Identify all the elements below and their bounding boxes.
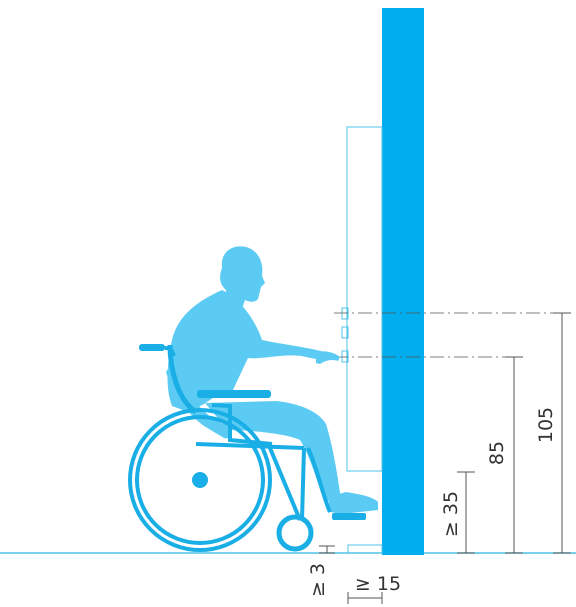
wheelchair [128,344,366,552]
control-buttons [341,307,349,363]
caster-wheel [276,514,314,552]
dim-label-35: ≥ 35 [440,491,462,537]
armrest [197,390,271,398]
push-handle [139,344,165,351]
dim-label-85: 85 [486,441,508,465]
middle-control-button [341,326,349,339]
wheelchair-handrim [135,415,265,545]
wheelchair-hub [192,472,208,488]
dim-label-15: ≥ 15 [355,573,401,595]
lower-control-button [341,350,349,363]
dim-label-105: 105 [535,407,557,443]
dimension-lines [319,312,571,604]
cabinet-outline [346,126,383,472]
footrest [332,513,366,520]
toe-recess-plinth [347,544,383,554]
dim-label-3: ≥ 3 [307,563,329,597]
upper-control-button [341,307,349,320]
wall-column [382,8,424,555]
wheelchair-wheel [128,408,272,552]
